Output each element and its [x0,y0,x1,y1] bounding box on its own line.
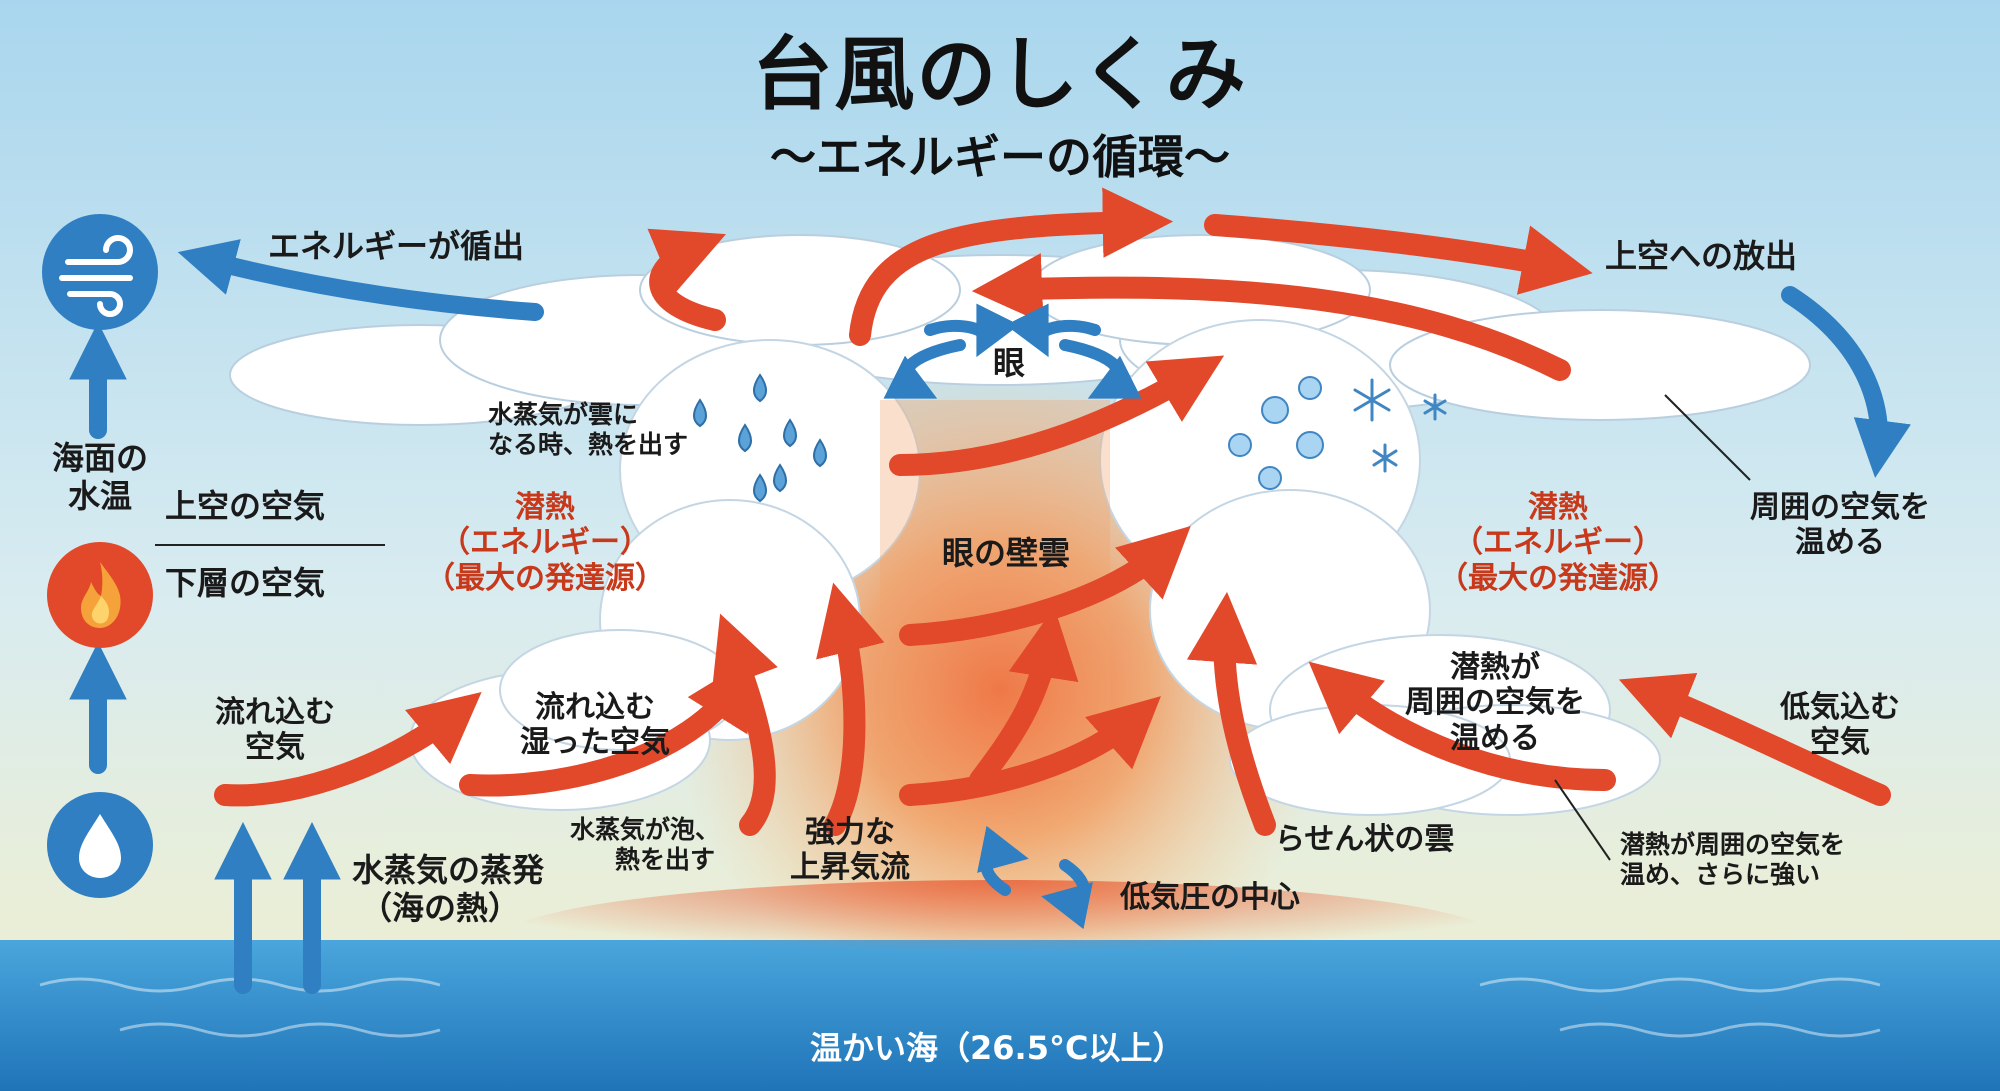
energy-outflow-label: エネルギーが循出 [268,227,525,265]
vapor-cloud-label: 水蒸気が雲になる時、熱を出す [488,400,689,459]
latent-warms-label: 潜熱が周囲の空気を温める [1405,650,1585,756]
latent-stronger-label: 潜熱が周囲の空気を温め、さらに強い [1620,830,1846,889]
snowflake-icon [1353,378,1447,473]
flame-icon [45,540,155,650]
upper-air-label: 上空の空気 [165,487,326,525]
vapor-heat-label: 水蒸気が泡、熱を出す [570,815,721,874]
evaporation-label: 水蒸気の蒸発（海の熱） [352,851,545,927]
warms-air-right-label: 周囲の空気を温める [1750,490,1930,561]
water-drops-icon [693,373,827,503]
spiral-cloud-label: らせん状の雲 [1275,822,1455,857]
page-title: 台風のしくみ [752,28,1248,121]
sst-label: 海面の水温 [51,439,148,515]
wind-icon [40,212,160,332]
water-drop-icon [45,790,155,900]
page-subtitle: 〜エネルギーの循環〜 [770,130,1230,184]
inflow-air-label: 流れ込む空気 [215,695,335,766]
low-center-label: 低気圧の中心 [1120,880,1300,915]
eye-label: 眼 [993,344,1026,382]
lower-air-label: 下層の空気 [165,564,326,602]
upper-release-label: 上空への放出 [1605,237,1798,275]
latent-heat-left-label: 潜熱（エネルギー）（最大の発達源） [425,490,665,596]
ice-crystals-icon [1228,376,1324,490]
warm-sea-label: 温かい海（26.5°C以上） [810,1029,1185,1067]
eyewall-label: 眼の壁雲 [942,534,1071,572]
updraft-label: 強力な上昇気流 [790,815,910,886]
inflow-moist-label: 流れ込む湿った空気 [520,690,670,761]
low-inflow-label: 低気込む空気 [1780,690,1900,761]
latent-heat-right-label: 潜熱（エネルギー）（最大の発達源） [1438,490,1678,596]
